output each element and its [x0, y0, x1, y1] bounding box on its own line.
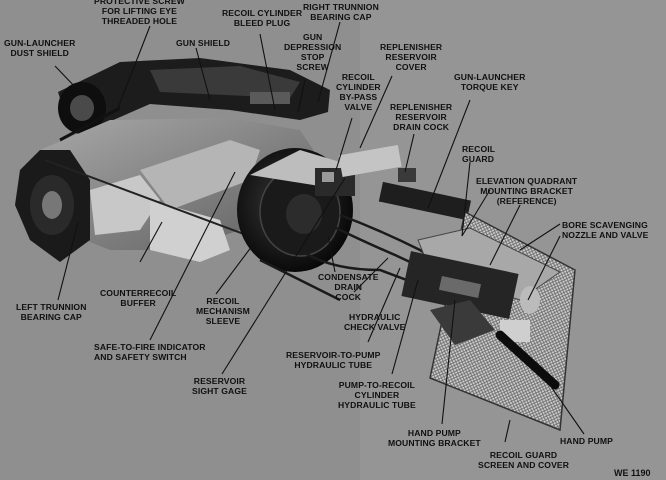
label-replenisher-drain: REPLENISHER RESERVOIR DRAIN COCK	[390, 102, 453, 132]
label-bore-scavenging: BORE SCAVENGING NOZZLE AND VALVE	[562, 220, 649, 240]
label-hand-pump-bracket: HAND PUMP MOUNTING BRACKET	[388, 428, 481, 448]
label-elevation-bracket: ELEVATION QUADRANT MOUNTING BRACKET (REF…	[476, 176, 578, 206]
label-reservoir-pump-tube: RESERVOIR-TO-PUMP HYDRAULIC TUBE	[286, 350, 381, 370]
label-gun-shield: GUN SHIELD	[176, 38, 230, 48]
label-bleed-plug: RECOIL CYLINDER BLEED PLUG	[222, 8, 303, 28]
recoil-drum-shape	[237, 148, 353, 272]
label-hand-pump: HAND PUMP	[560, 436, 613, 446]
cradle-shape	[15, 106, 320, 262]
figure-reference: WE 1190	[614, 468, 651, 478]
label-depression-stop: GUN DEPRESSION STOP SCREW	[284, 32, 342, 72]
label-pump-recoil-tube: PUMP-TO-RECOIL CYLINDER HYDRAULIC TUBE	[338, 380, 416, 410]
label-mechanism-sleeve: RECOIL MECHANISM SLEEVE	[196, 296, 250, 326]
label-hydraulic-check: HYDRAULIC CHECK VALVE	[344, 312, 406, 332]
label-safe-to-fire: SAFE-TO-FIRE INDICATOR AND SAFETY SWITCH	[94, 342, 206, 362]
hand-pump-shape	[401, 251, 560, 390]
label-recoil-guard: RECOIL GUARD	[462, 144, 496, 164]
label-replenisher-cover: REPLENISHER RESERVOIR COVER	[380, 42, 443, 72]
label-condensate-drain: CONDENSATE DRAIN COCK	[318, 272, 379, 302]
label-guard-screen: RECOIL GUARD SCREEN AND COVER	[478, 450, 570, 470]
label-counterrecoil: COUNTERRECOIL BUFFER	[100, 288, 177, 308]
hydraulic-tubes-shape	[259, 213, 451, 302]
label-protective-screw: PROTECTIVE SCREW FOR LIFTING EYE THREADE…	[94, 0, 185, 26]
label-bypass-valve: RECOIL CYLINDER BY-PASS VALVE	[336, 72, 381, 112]
valve-assembly-shape	[315, 144, 471, 221]
dust-shield-shape	[58, 58, 330, 134]
label-torque-key: GUN-LAUNCHER TORQUE KEY	[454, 72, 526, 92]
leader-lines	[54, 21, 585, 443]
label-dust-shield: GUN-LAUNCHER DUST SHIELD	[4, 38, 76, 58]
label-left-trunnion: LEFT TRUNNION BEARING CAP	[16, 302, 87, 322]
label-reservoir-gage: RESERVOIR SIGHT GAGE	[192, 376, 247, 396]
label-right-trunnion: RIGHT TRUNNION BEARING CAP	[303, 2, 379, 22]
